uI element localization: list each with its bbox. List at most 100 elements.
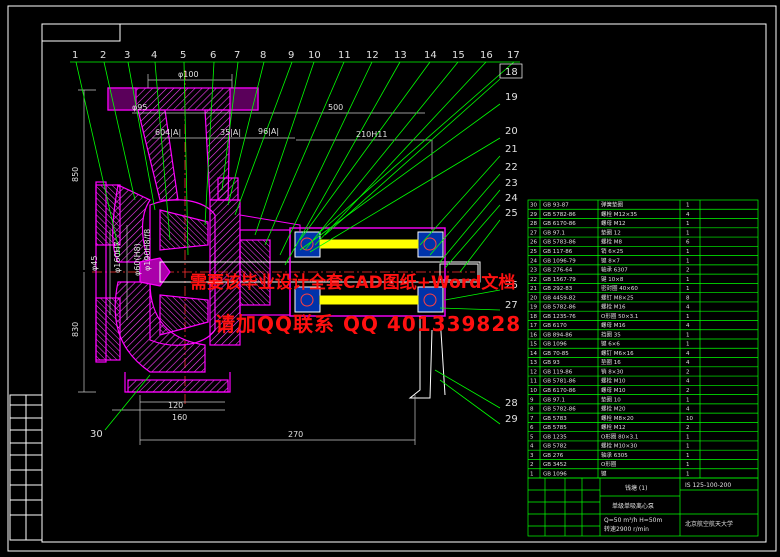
balloon-27: 27 [505,300,518,311]
balloon-16: 16 [480,50,493,61]
dim-500: 500 [328,103,343,112]
parts-row-qty: 4 [686,351,690,357]
parts-row-code: GB 1567-79 [543,277,576,283]
balloon-18: 18 [505,67,518,78]
parts-row-code: GB 97.1 [543,397,565,403]
watermark-line-2: 请加QQ联系 QQ 401339828 [215,312,522,336]
parts-row-number: 18 [530,314,537,320]
parts-row-qty: 1 [686,342,690,348]
balloon-6: 6 [210,50,216,61]
balloon-5: 5 [180,50,186,61]
parts-row-name: O形圈 80×3.1 [601,432,638,440]
parts-row-number: 3 [530,453,534,459]
dim-d190: φ190H8/f8 [143,229,152,271]
parts-row-qty: 2 [686,268,690,274]
parts-row-qty: 1 [686,221,690,227]
parts-row-code: GB 5781-86 [543,379,576,385]
parts-row-number: 15 [530,342,537,348]
parts-row-name: 螺栓 M12 [601,423,626,431]
parts-row-code: GB 97.1 [543,230,565,236]
parts-row-qty: 1 [686,397,690,403]
parts-row-name: 螺钉 M6×16 [601,349,634,357]
parts-row-code: GB 5782-86 [543,212,576,218]
parts-row-qty: 1 [686,434,690,440]
parts-row-code: GB 276-64 [543,268,573,274]
dim-830: 830 [71,322,80,337]
parts-row-qty: 1 [686,203,690,209]
parts-row-number: 14 [530,351,537,357]
dim-35: 35|A| [220,128,241,137]
parts-row-name: 键 6×6 [601,340,620,348]
parts-row-code: GB 93 [543,360,560,366]
balloon-labels-right: 18 19 20 21 22 23 24 25 26 27 28 29 30 [90,63,523,440]
parts-row-name: 螺钉 M8×25 [601,293,634,301]
parts-row-number: 28 [530,221,537,227]
title-spec-2: 转速2900 r/min [604,525,649,533]
balloon-19: 19 [505,92,518,103]
parts-row-code: GB 1096 [543,342,567,348]
balloon-24: 24 [505,193,518,204]
parts-row-number: 8 [530,407,534,413]
parts-row-number: 7 [530,416,534,422]
parts-row-qty: 6 [686,240,690,246]
parts-row-name: 键 8×7 [601,256,620,264]
parts-row-qty: 2 [686,425,690,431]
drawing-frame [7,5,777,552]
parts-row-code: GB 1096-79 [543,258,576,264]
parts-row-qty: 4 [686,212,690,218]
parts-row-code: GB 1235-76 [543,314,576,320]
parts-row-qty: 1 [686,471,690,477]
pump-casing [95,87,291,393]
parts-row-code: GB 70-85 [543,351,569,357]
parts-row-code: GB 1235 [543,434,567,440]
parts-row-number: 27 [530,230,537,236]
parts-row-qty: 2 [686,369,690,375]
balloon-4: 4 [151,50,157,61]
balloon-13: 13 [394,50,407,61]
parts-row-code: GB 3452 [543,462,567,468]
balloon-12: 12 [366,50,379,61]
balloon-8: 8 [260,50,266,61]
parts-row-qty: 1 [686,314,690,320]
parts-row-name: 轴承 6307 [601,266,628,274]
parts-row-number: 10 [530,388,537,394]
parts-row-qty: 4 [686,305,690,311]
parts-row-code: GB 5785 [543,425,567,431]
parts-row-qty: 1 [686,462,690,468]
parts-row-name: 垫圈 10 [601,395,621,403]
dim-850: 850 [71,167,80,182]
title-drawing-no: IS 125-100-200 [685,482,731,489]
parts-row-number: 9 [530,397,534,403]
parts-row-qty: 8 [686,295,690,301]
dim-96: 96|A| [258,127,279,136]
parts-row-qty: 1 [686,286,690,292]
dim-604: 604|A| [155,128,181,137]
parts-row-name: 键 10×8 [601,275,624,283]
balloon-14: 14 [424,50,437,61]
parts-row-name: 螺母 M10 [601,386,626,394]
title-block-text: 钱塘 (1) 单级单吸离心泵 Q=50 m³/h H=50m 转速2900 r/… [604,482,733,533]
balloon-11: 11 [338,50,351,61]
parts-row-name: 螺栓 M10×30 [601,442,638,450]
parts-row-qty: 1 [686,453,690,459]
parts-row-name: 螺栓 M8×20 [601,414,634,422]
watermark-line-1: 需要该毕业设计全套CAD图纸+Word文档 [190,273,516,293]
parts-row-number: 4 [530,444,534,450]
parts-row-code: GB 894-86 [543,332,573,338]
balloon-1: 1 [72,50,78,61]
title-spec-1: Q=50 m³/h H=50m [604,517,662,524]
parts-list [527,199,759,479]
parts-row-code: GB 93-87 [543,203,569,209]
parts-row-name: 螺母 M12 [601,219,626,227]
parts-row-name: 轴承 6305 [601,451,628,459]
parts-row-name: O形圈 [601,460,617,468]
parts-row-number: 24 [530,258,537,264]
parts-row-code: GB 5782 [543,444,567,450]
parts-row-name: 螺栓 M20 [601,405,626,413]
parts-row-qty: 4 [686,407,690,413]
dimension-lines [78,74,433,445]
parts-row-number: 25 [530,249,537,255]
balloon-17: 17 [507,50,520,61]
